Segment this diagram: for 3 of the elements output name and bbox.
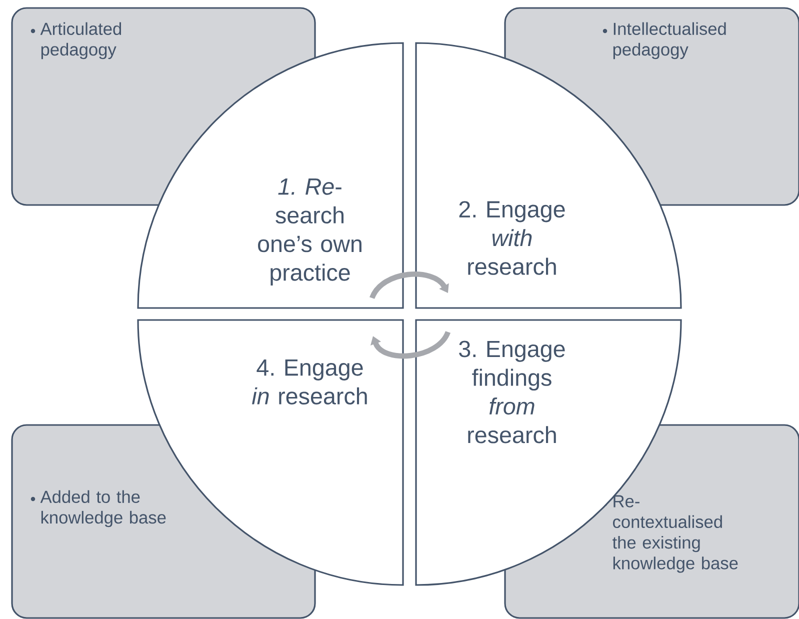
quadrant-sector: 1. Re- search one’s own practice bbox=[137, 42, 404, 309]
cycle-arrow bbox=[370, 330, 450, 359]
cycle-arrow bbox=[370, 272, 449, 300]
